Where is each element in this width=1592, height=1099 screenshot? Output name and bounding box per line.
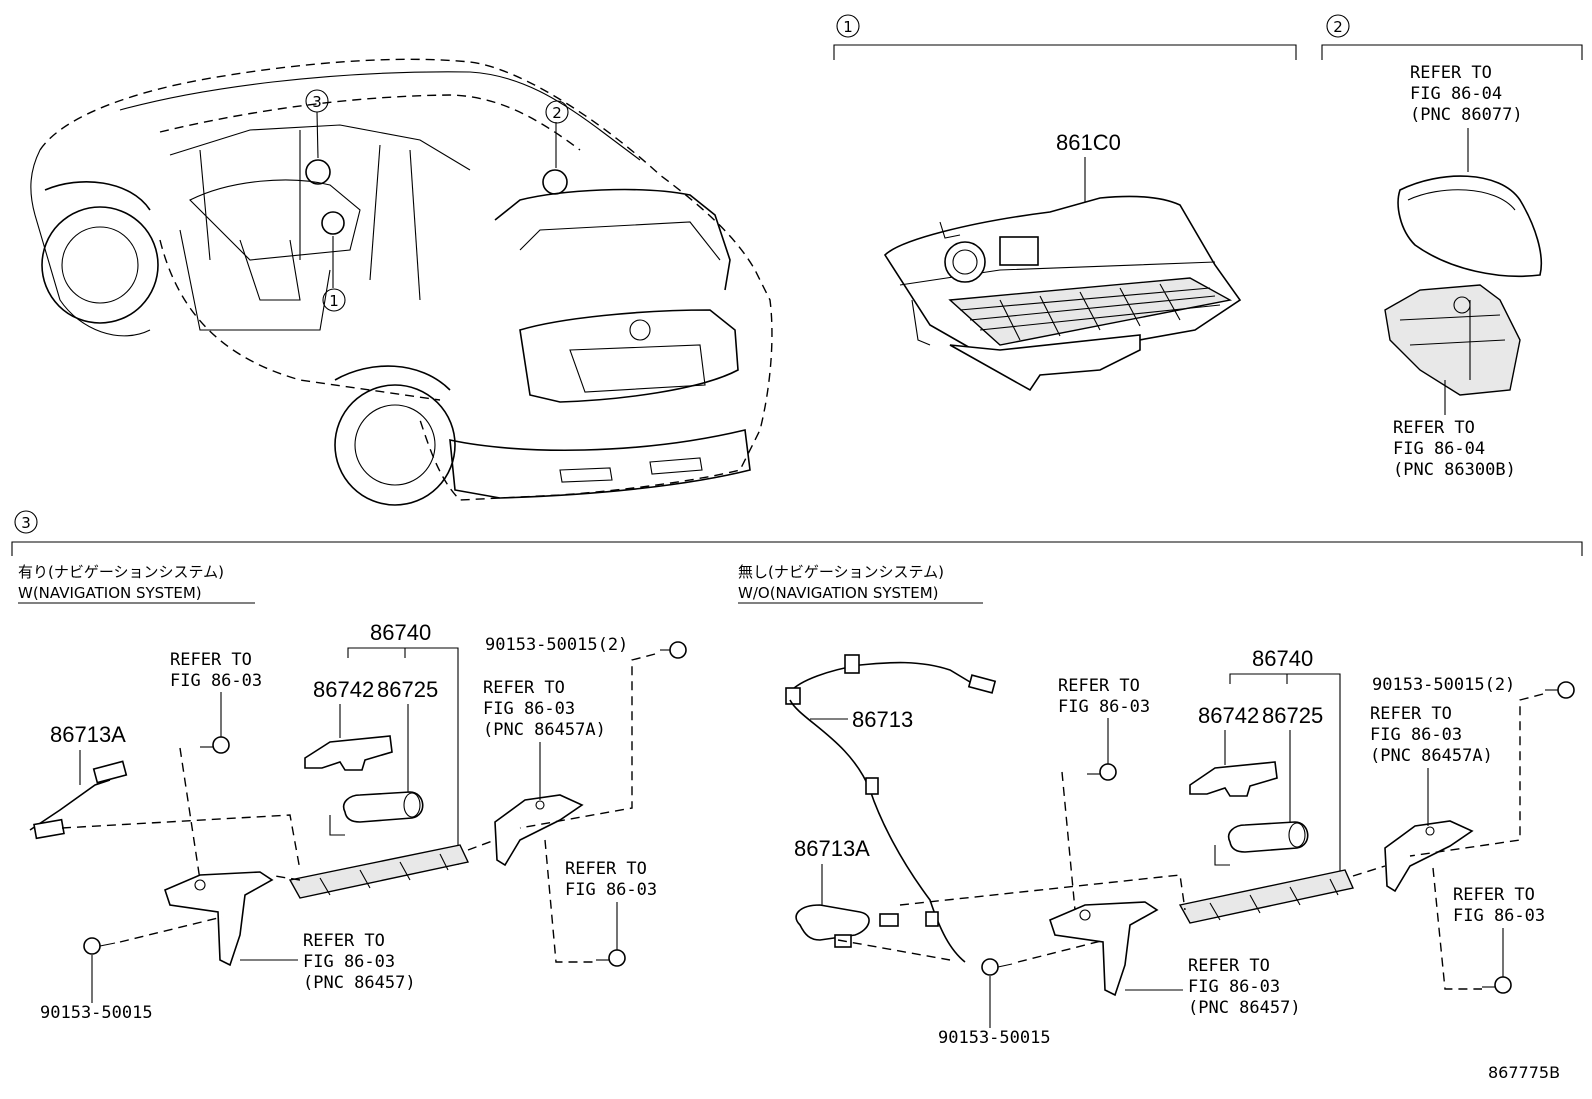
- refer-to-left-a: REFER TO FIG 86-03: [170, 650, 262, 691]
- svg-text:FIG 86-03: FIG 86-03: [170, 671, 262, 691]
- svg-text:(PNC 86300B): (PNC 86300B): [1393, 460, 1516, 480]
- svg-text:REFER TO: REFER TO: [1410, 63, 1492, 83]
- part-label-86742-right: 86742: [1198, 703, 1259, 728]
- callout-2-vehicle: 2: [545, 100, 569, 124]
- bolt-right-refer-c: [1482, 976, 1512, 994]
- part-label-86713a-right: 86713A: [794, 836, 870, 861]
- antenna-base-amplifier: [1384, 284, 1521, 396]
- svg-text:3: 3: [312, 93, 322, 111]
- bolt-label-left-top: 90153-50015(2): [485, 635, 628, 655]
- refer-to-right-a: REFER TO FIG 86-03: [1058, 676, 1150, 717]
- with-nav-title-en: W(NAVIGATION SYSTEM): [18, 584, 202, 602]
- svg-text:FIG 86-03: FIG 86-03: [1370, 725, 1462, 745]
- callout-3-vehicle: 3: [305, 89, 329, 113]
- bolt-left-refer-c: [596, 949, 626, 967]
- bolt-right-refer-a: [1087, 763, 1117, 781]
- section-1: 1 861C0: [833, 14, 1297, 392]
- svg-text:2: 2: [1333, 18, 1343, 36]
- svg-text:FIG 86-03: FIG 86-03: [483, 699, 575, 719]
- callout-1-header: 1: [836, 14, 860, 38]
- svg-text:REFER TO: REFER TO: [1453, 885, 1535, 905]
- refer-to-left-c: REFER TO FIG 86-03: [565, 859, 657, 900]
- svg-text:FIG 86-03: FIG 86-03: [1453, 906, 1545, 926]
- refer-to-86300b: REFER TO FIG 86-04 (PNC 86300B): [1393, 418, 1516, 480]
- vehicle-illustration: 3 1 2: [30, 58, 773, 506]
- with-navigation-group: 有り(ナビゲーションシステム) W(NAVIGATION SYSTEM) 867…: [18, 563, 687, 1023]
- part-label-86713-right: 86713: [852, 707, 913, 732]
- bolt-right-bottom: [981, 958, 1013, 976]
- bolt-right-top: [1545, 681, 1575, 699]
- svg-text:REFER TO: REFER TO: [483, 678, 565, 698]
- svg-text:3: 3: [21, 514, 31, 532]
- shark-fin-antenna: [1397, 175, 1543, 278]
- callout-1-vehicle: 1: [322, 288, 346, 312]
- figure-id: 867775B: [1488, 1063, 1560, 1082]
- svg-text:(PNC 86457): (PNC 86457): [1188, 998, 1301, 1018]
- svg-text:REFER TO: REFER TO: [170, 650, 252, 670]
- svg-text:(PNC 86457A): (PNC 86457A): [483, 720, 606, 740]
- svg-text:FIG 86-03: FIG 86-03: [1058, 697, 1150, 717]
- svg-text:2: 2: [552, 104, 562, 122]
- svg-text:FIG 86-04: FIG 86-04: [1410, 84, 1502, 104]
- bolt-label-right-bottom: 90153-50015: [938, 1028, 1051, 1048]
- svg-text:REFER TO: REFER TO: [1188, 956, 1270, 976]
- refer-to-right-b: REFER TO FIG 86-03 (PNC 86457A): [1370, 704, 1493, 766]
- with-nav-title-jp: 有り(ナビゲーションシステム): [18, 563, 224, 581]
- svg-text:REFER TO: REFER TO: [1370, 704, 1452, 724]
- part-label-86740-right: 86740: [1252, 646, 1313, 671]
- callout-2-header: 2: [1326, 14, 1350, 38]
- callout-3-header: 3: [14, 510, 38, 534]
- svg-text:1: 1: [843, 18, 853, 36]
- svg-text:1: 1: [329, 292, 339, 310]
- part-label-861c0: 861C0: [1056, 130, 1121, 155]
- section-3: 3 有り(ナビゲーションシステム) W(NAVIGATION SYSTEM) 8…: [11, 510, 1583, 1048]
- svg-text:FIG 86-03: FIG 86-03: [303, 952, 395, 972]
- bolt-left-top: [660, 641, 687, 659]
- refer-to-right-c: REFER TO FIG 86-03: [1453, 885, 1545, 926]
- bolt-left-bottom: [83, 937, 116, 955]
- svg-text:REFER TO: REFER TO: [303, 931, 385, 951]
- svg-text:REFER TO: REFER TO: [1058, 676, 1140, 696]
- refer-to-left-b: REFER TO FIG 86-03 (PNC 86457A): [483, 678, 606, 740]
- bolt-label-left-bottom: 90153-50015: [40, 1003, 153, 1023]
- svg-text:REFER TO: REFER TO: [1393, 418, 1475, 438]
- without-navigation-group: 無し(ナビゲーションシステム) W/O(NAVIGATION SYSTEM) 8…: [738, 563, 1575, 1048]
- part-label-86725-left: 86725: [377, 677, 438, 702]
- svg-text:(PNC 86077): (PNC 86077): [1410, 105, 1523, 125]
- svg-text:FIG 86-04: FIG 86-04: [1393, 439, 1485, 459]
- bolt-label-right-top: 90153-50015(2): [1372, 675, 1515, 695]
- without-nav-title-jp: 無し(ナビゲーションシステム): [738, 563, 944, 581]
- svg-text:REFER TO: REFER TO: [565, 859, 647, 879]
- part-label-86742-left: 86742: [313, 677, 374, 702]
- refer-to-left-d: REFER TO FIG 86-03 (PNC 86457): [303, 931, 416, 993]
- svg-text:FIG 86-03: FIG 86-03: [565, 880, 657, 900]
- svg-text:FIG 86-03: FIG 86-03: [1188, 977, 1280, 997]
- without-nav-title-en: W/O(NAVIGATION SYSTEM): [738, 584, 939, 602]
- overhead-console-module: [883, 195, 1242, 392]
- refer-to-86077: REFER TO FIG 86-04 (PNC 86077): [1410, 63, 1523, 125]
- svg-text:(PNC 86457): (PNC 86457): [303, 973, 416, 993]
- svg-text:(PNC 86457A): (PNC 86457A): [1370, 746, 1493, 766]
- refer-to-right-d: REFER TO FIG 86-03 (PNC 86457): [1188, 956, 1301, 1018]
- section-2: 2 REFER TO FIG 86-04 (PNC 86077) REFER T…: [1321, 14, 1583, 480]
- part-label-86713a-left: 86713A: [50, 722, 126, 747]
- part-label-86725-right: 86725: [1262, 703, 1323, 728]
- bolt-left-refer-a: [200, 736, 230, 754]
- part-label-86740-left: 86740: [370, 620, 431, 645]
